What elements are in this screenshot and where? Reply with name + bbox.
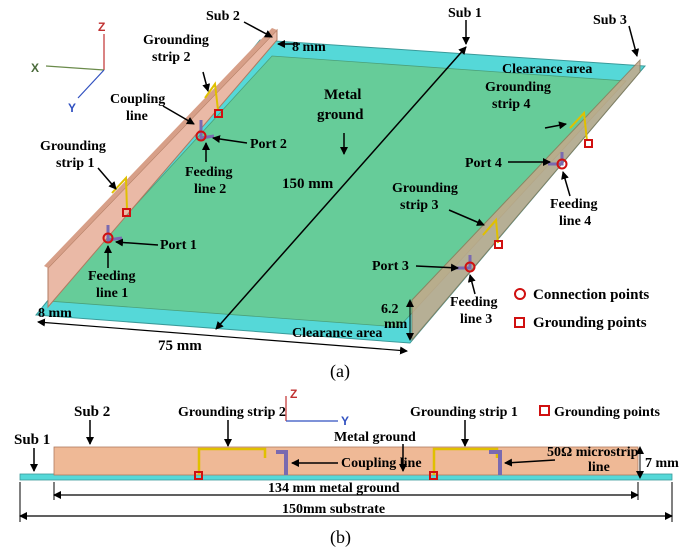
legend-connection-label: Connection points [533,287,649,303]
label-gs1-l1: Grounding [40,139,106,154]
caption-a: (a) [330,361,350,382]
label-b-coupling: Coupling line [341,456,422,471]
label-length: 150 mm [282,176,334,192]
label-clearance-bottom: Clearance area [292,326,382,341]
label-coupling-l1: Coupling [110,92,165,107]
label-fl1-l1: Feeding [88,269,135,284]
label-arrows-b [30,420,556,472]
label-gs3-l2: strip 3 [400,198,439,213]
label-height-l2: mm [384,317,408,332]
coupling-line-shape [276,450,288,475]
legend-connection-icon [514,288,526,300]
label-sub2: Sub 2 [206,9,240,24]
label-fl3-l2: line 3 [460,312,492,327]
microstrip-shape [489,450,502,475]
label-b-sub1: Sub 1 [14,432,50,448]
label-port3: Port 3 [372,259,409,274]
label-arrows [97,20,640,295]
label-b-sub2: Sub 2 [74,404,110,420]
label-b-height: 7 mm [645,456,679,471]
label-height-l1: 6.2 [381,302,399,317]
grounding-point-b1 [194,471,203,480]
label-b-gs2: Grounding strip 2 [178,405,286,420]
label-metal-l2: ground [317,107,364,123]
label-coupling-l2: line [126,109,148,124]
right-antenna-elements [482,110,588,244]
width-dim-line [37,318,408,355]
axes-b: Z Y [285,387,349,428]
legend-a: Connection points Grounding points [514,287,649,331]
label-gs4-l1: Grounding [485,80,551,95]
axis-z-a: Z [98,20,105,34]
label-b-micro-l2: line [588,460,610,475]
label-gs1-l2: strip 1 [56,156,95,171]
axis-y-b: Y [341,414,349,428]
label-gs4-l2: strip 4 [492,97,531,112]
label-gs2-l1: Grounding [143,33,209,48]
label-port2: Port 2 [250,137,287,152]
label-gs2-l2: strip 2 [152,50,191,65]
length-dim-line [215,46,467,330]
label-sub1: Sub 1 [448,6,482,21]
label-b-substrate-len: 150mm substrate [282,502,385,517]
label-width: 75 mm [158,338,202,354]
label-fl4-l1: Feeding [550,197,597,212]
label-fl3-l1: Feeding [450,295,497,310]
label-gs3-l1: Grounding [392,181,458,196]
label-fl2-l2: line 2 [194,182,226,197]
legend-grounding-label: Grounding points [533,315,647,331]
figure-a: Z X Y Sub 2 Sub 1 Sub 3 [31,6,649,382]
label-dim-top: 8 mm [292,40,326,55]
legend-grounding-icon [514,317,525,328]
legend-b-grounding-icon [539,405,550,416]
label-fl2-l1: Feeding [185,165,232,180]
label-dim-bottom: 8 mm [38,306,72,321]
label-b-gs1: Grounding strip 1 [410,405,518,420]
label-b-micro-l1: 50Ω microstrip [547,445,639,460]
axis-z-b: Z [290,387,297,401]
grounding-strip-2-shape [197,447,267,475]
grounding-point-b2 [429,471,438,480]
label-metal-l1: Metal [324,87,361,103]
label-b-ground-len: 134 mm metal ground [268,481,400,496]
axis-x-a: X [31,61,39,75]
label-port4: Port 4 [465,156,502,171]
label-clearance-top: Clearance area [502,62,592,77]
caption-b: (b) [330,527,351,548]
label-b-metal: Metal ground [334,430,416,445]
axis-y-a: Y [68,101,76,115]
label-sub3: Sub 3 [593,13,627,28]
label-b-legend: Grounding points [554,405,661,420]
figure-b: Z Y Sub 2 Sub 1 Grounding strip 2 Ground… [14,387,679,548]
label-fl4-l2: line 4 [559,214,591,229]
axes-a: Z X Y [31,20,105,115]
label-fl1-l2: line 1 [96,286,128,301]
label-port1: Port 1 [160,238,197,253]
